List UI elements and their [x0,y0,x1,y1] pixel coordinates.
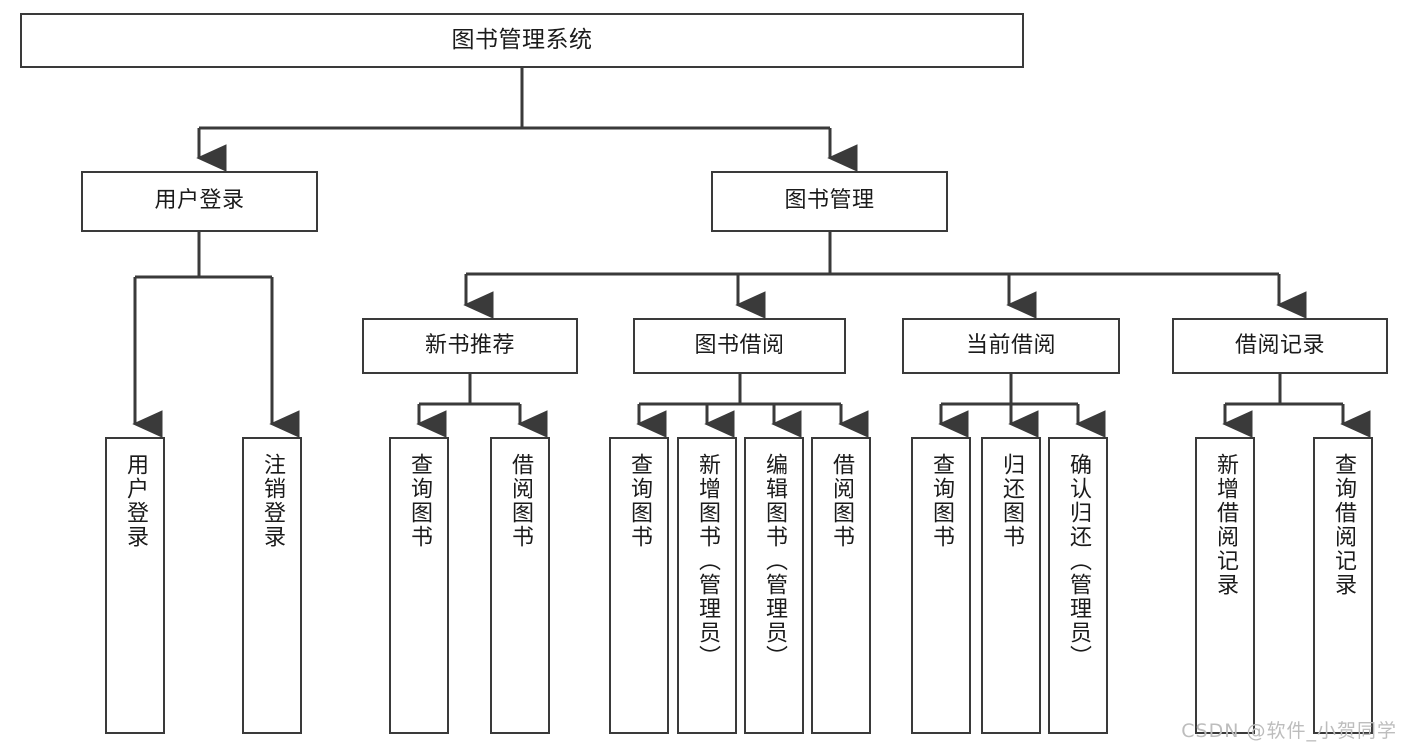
watermark-csdn: CSDN @软件_小贺同学 [1181,720,1397,742]
leaf-borrow-record-query[interactable]: 查询借阅记录 [1313,437,1373,734]
node-label: 借阅图书 [829,453,854,549]
node-user-login[interactable]: 用户登录 [81,171,318,232]
node-borrow-record[interactable]: 借阅记录 [1172,318,1388,374]
leaf-book-borrow-borrow[interactable]: 借阅图书 [811,437,871,734]
node-label: 查询图书 [627,453,652,549]
node-label: 当前借阅 [965,332,1056,358]
node-label: 新增借阅记录 [1213,453,1238,597]
node-label: 图书管理 [784,188,875,214]
node-label: 新书推荐 [424,332,515,358]
node-book-borrow[interactable]: 图书借阅 [633,318,846,374]
node-label: 查询借阅记录 [1331,453,1356,597]
node-current-borrow[interactable]: 当前借阅 [902,318,1120,374]
node-label: 用户登录 [154,188,245,214]
node-label: 查询图书 [929,453,954,549]
node-label: 新增图书（管理员） [695,453,720,669]
node-label: 借阅图书 [508,453,533,549]
leaf-current-borrow-query[interactable]: 查询图书 [911,437,971,734]
leaf-current-borrow-return[interactable]: 归还图书 [981,437,1041,734]
leaf-borrow-record-add[interactable]: 新增借阅记录 [1195,437,1255,734]
node-book-management[interactable]: 图书管理 [711,171,948,232]
leaf-user-login-logout[interactable]: 注销登录 [242,437,302,734]
node-root-system[interactable]: 图书管理系统 [20,13,1024,68]
node-label: 归还图书 [999,453,1024,549]
node-label: 编辑图书（管理员） [762,453,787,669]
leaf-book-borrow-query[interactable]: 查询图书 [609,437,669,734]
node-label: 用户登录 [123,453,148,549]
leaf-new-book-borrow[interactable]: 借阅图书 [490,437,550,734]
leaf-new-book-query[interactable]: 查询图书 [389,437,449,734]
node-label: 图书借阅 [694,332,785,358]
node-label: 查询图书 [407,453,432,549]
node-label: 图书管理系统 [451,26,593,53]
node-new-book-recommend[interactable]: 新书推荐 [362,318,578,374]
leaf-current-borrow-confirm[interactable]: 确认归还（管理员） [1048,437,1108,734]
leaf-user-login-login[interactable]: 用户登录 [105,437,165,734]
node-label: 借阅记录 [1234,332,1325,358]
leaf-book-borrow-edit[interactable]: 编辑图书（管理员） [744,437,804,734]
node-label: 确认归还（管理员） [1066,453,1091,669]
node-label: 注销登录 [260,453,285,549]
leaf-book-borrow-add[interactable]: 新增图书（管理员） [677,437,737,734]
